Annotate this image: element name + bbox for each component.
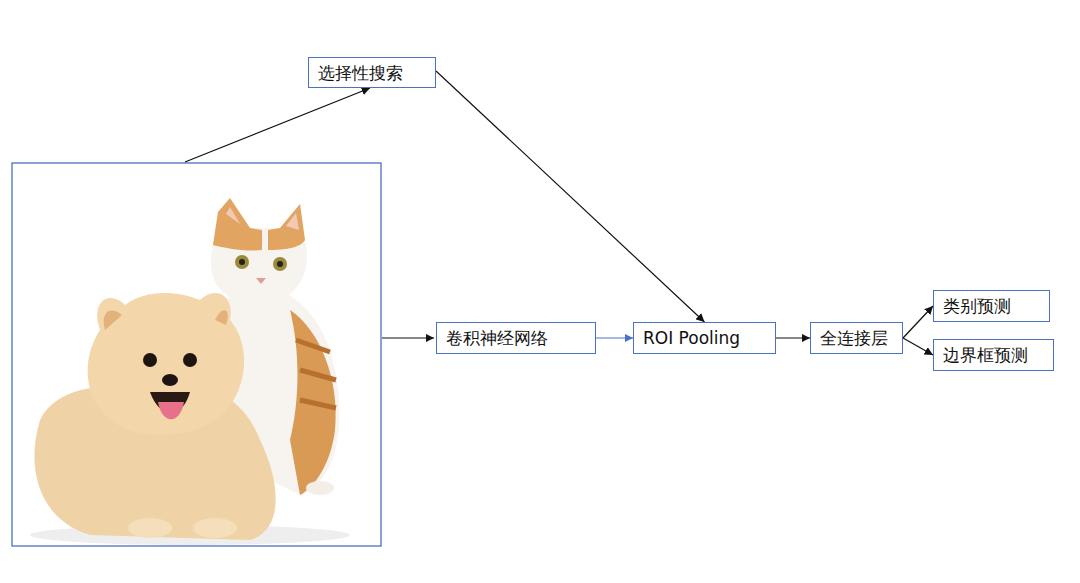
flow-arrow xyxy=(596,337,633,338)
box-label: 类别预测 xyxy=(943,295,1011,317)
process-box: ROI Pooling xyxy=(633,322,776,354)
box-label: 全连接层 xyxy=(820,327,888,349)
image-arrow xyxy=(185,88,370,162)
box-label: 选择性搜索 xyxy=(318,62,403,84)
flow-arrow xyxy=(436,71,705,322)
flow-arrow xyxy=(903,338,933,355)
box-label: 边界框预测 xyxy=(943,344,1028,366)
process-box: 卷积神经网络 xyxy=(436,322,596,354)
image-arrow xyxy=(382,337,434,338)
box-label: ROI Pooling xyxy=(643,327,740,349)
process-box: 类别预测 xyxy=(933,290,1050,322)
flow-arrow xyxy=(903,306,933,338)
process-box: 选择性搜索 xyxy=(308,57,436,88)
dog-figure xyxy=(34,293,275,540)
process-box: 全连接层 xyxy=(810,322,903,354)
flow-arrow xyxy=(776,337,810,338)
image-frame xyxy=(12,163,381,546)
box-label: 卷积神经网络 xyxy=(446,327,548,349)
process-box: 边界框预测 xyxy=(933,339,1054,371)
